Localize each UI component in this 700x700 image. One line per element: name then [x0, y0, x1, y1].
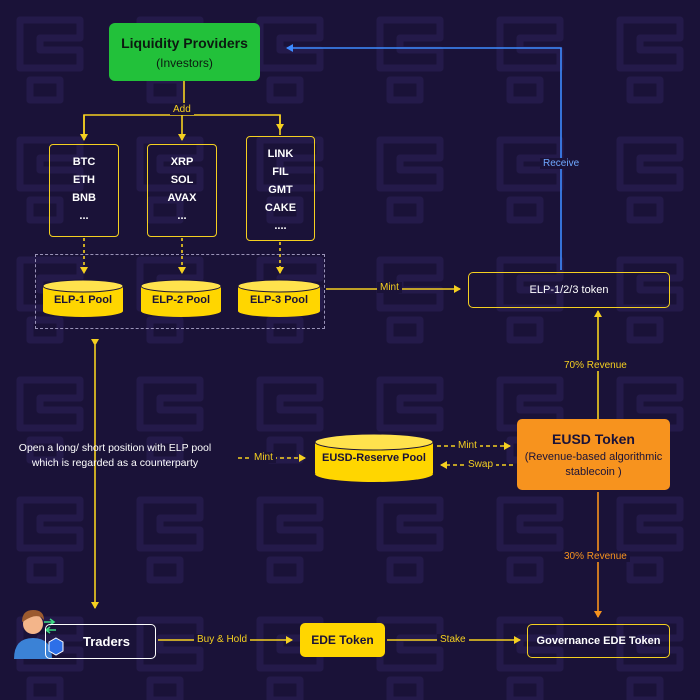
asset-group-2: XRP SOL AVAX ... — [147, 144, 217, 237]
swap-label: Swap — [465, 459, 497, 470]
asset-item: ... — [177, 210, 187, 222]
governance-token-box: Governance EDE Token — [527, 624, 670, 658]
traders-label: Traders — [83, 634, 130, 649]
asset-item: XRP — [170, 156, 194, 168]
receive-arrow — [286, 44, 562, 270]
asset-item: ETH — [73, 174, 95, 186]
asset-item: GMT — [268, 184, 293, 196]
eusd-token-title: EUSD Token — [552, 430, 635, 447]
ede-token-label: EDE Token — [311, 633, 374, 647]
pool-cylinder-2 — [140, 279, 222, 317]
pool-cylinder-3 — [237, 279, 321, 317]
revenue-30-label: 30% Revenue — [561, 551, 630, 562]
eusd-reserve-pool-label: EUSD-Reserve Pool — [322, 452, 426, 464]
traders-box: Traders — [45, 624, 156, 659]
elp-pool-region — [35, 254, 325, 329]
asset-group-3: LINK FIL GMT CAKE .... — [246, 136, 315, 241]
avatar — [14, 610, 64, 659]
elp-1-pool-label: ELP-1 Pool — [53, 294, 113, 306]
receive-label: Receive — [540, 158, 583, 169]
liquidity-providers-title: Liquidity Providers — [121, 34, 248, 51]
buy-hold-label: Buy & Hold — [194, 634, 251, 645]
asset-item: CAKE — [264, 202, 297, 214]
eusd-token-subtitle: (Revenue-based algorithmic stablecoin ) — [524, 450, 663, 478]
ede-token-box: EDE Token — [300, 623, 385, 657]
pool-cylinders — [42, 279, 434, 482]
elp-3-pool-label: ELP-3 Pool — [249, 294, 309, 306]
revenue-70-label: 70% Revenue — [561, 360, 630, 371]
asset-item: BNB — [72, 192, 96, 204]
elp-2-pool-label: ELP-2 Pool — [151, 294, 211, 306]
elp-token-label: ELP-1/2/3 token — [529, 284, 609, 296]
reserve-pool-cylinder — [314, 433, 434, 482]
asset-item: ... — [79, 210, 89, 222]
asset-item: AVAX — [167, 192, 197, 204]
add-label: Add — [170, 104, 194, 115]
elp-token-box: ELP-1/2/3 token — [468, 272, 670, 308]
asset-item: .... — [274, 220, 287, 232]
mint-reserve-label: Mint — [251, 452, 276, 463]
liquidity-providers-box: Liquidity Providers (Investors) — [109, 23, 260, 81]
liquidity-providers-subtitle: (Investors) — [156, 55, 213, 70]
eusd-token-box: EUSD Token (Revenue-based algorithmic st… — [517, 419, 670, 490]
asset-item: LINK — [267, 148, 294, 160]
asset-item: SOL — [170, 174, 194, 186]
mint-eusd-label: Mint — [455, 440, 480, 451]
position-note: Open a long/ short position with ELP poo… — [18, 442, 212, 469]
mint-elp-label: Mint — [377, 282, 402, 293]
pool-cylinder-1 — [42, 279, 124, 317]
asset-item: FIL — [272, 166, 289, 178]
governance-token-label: Governance EDE Token — [536, 635, 661, 647]
asset-item: BTC — [72, 156, 96, 168]
asset-group-1: BTC ETH BNB ... — [49, 144, 119, 237]
stake-label: Stake — [437, 634, 469, 645]
